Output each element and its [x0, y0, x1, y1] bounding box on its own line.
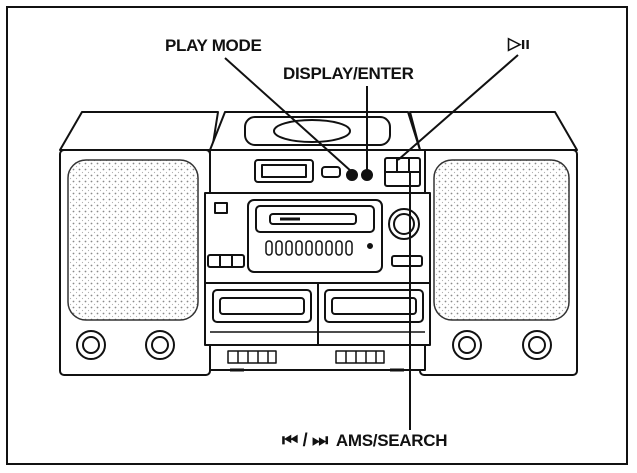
skip-symbols: ⏮ / ⏭ — [282, 430, 328, 450]
equalizer-buttons — [265, 240, 353, 256]
display-enter-label: DISPLAY/ENTER — [283, 64, 414, 83]
ams-search-callout: ⏮ / ⏭ AMS/SEARCH — [282, 430, 448, 451]
left-speaker — [59, 111, 219, 376]
right-knob-1 — [452, 330, 482, 360]
volume-knob — [388, 208, 420, 240]
play-mode-label: PLAY MODE — [165, 36, 262, 55]
main-unit — [204, 111, 431, 372]
right-speaker — [409, 111, 578, 376]
play-pause-icon: ▷ıı — [508, 34, 530, 53]
tuner-panel — [247, 199, 383, 273]
right-knob-2 — [522, 330, 552, 360]
left-deck-keys — [227, 350, 277, 364]
cd-lid — [273, 119, 351, 143]
left-knob-2 — [145, 330, 175, 360]
left-knob-1 — [76, 330, 106, 360]
ams-search-label: AMS/SEARCH — [335, 431, 448, 450]
right-deck-keys — [335, 350, 385, 364]
leader-play-mode — [224, 57, 353, 173]
leader-play-pause — [397, 54, 519, 161]
play-mode-button — [346, 169, 358, 181]
cd-display — [254, 159, 314, 183]
